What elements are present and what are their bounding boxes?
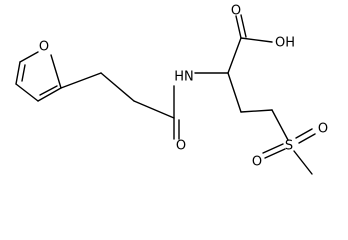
bond-ch2-carbonyl bbox=[133, 100, 175, 119]
atom-labels: O HN O O OH S O O bbox=[39, 4, 328, 170]
amino-acid-core bbox=[194, 14, 273, 74]
amide-oxygen-label: O bbox=[176, 139, 186, 154]
molecule-diagram: O HN O O OH S O O bbox=[15, 4, 328, 175]
bond-c5-o1 bbox=[50, 54, 62, 89]
bond-ch2-ch2-side bbox=[240, 109, 273, 113]
bond-s-o-left-1 bbox=[264, 148, 286, 159]
bond-c4-c5-double bbox=[39, 85, 58, 96]
ring-oxygen-label: O bbox=[39, 40, 49, 55]
methylsulfonyl-ethyl-chain bbox=[227, 72, 316, 175]
bond-ring-ch2 bbox=[60, 72, 102, 89]
bond-s-o-left-2 bbox=[262, 143, 284, 154]
structure-svg: O HN O O OH S O O bbox=[15, 4, 328, 175]
bond-carboxyl-oh bbox=[240, 37, 273, 43]
bond-alpha-ch2 bbox=[227, 72, 242, 113]
bond-carboxyl-co-1 bbox=[235, 15, 242, 39]
sulfonyl-oxygen-right-label: O bbox=[318, 122, 328, 137]
bond-s-methyl bbox=[293, 150, 313, 175]
bond-carboxyl-co-2 bbox=[240, 14, 247, 38]
bond-alpha-carboxyl bbox=[227, 37, 242, 74]
furan-ring bbox=[15, 51, 62, 102]
amide-nitrogen-label: HN bbox=[174, 70, 194, 85]
sulfur-label: S bbox=[285, 139, 293, 154]
bond-s-o-right-1 bbox=[295, 128, 313, 139]
bond-c2-c3 bbox=[15, 61, 21, 85]
bond-ch2-ch2 bbox=[100, 72, 135, 102]
hydroxyl-label: OH bbox=[275, 36, 295, 51]
bond-o1-c2 bbox=[19, 51, 39, 63]
bond-c3-c4 bbox=[15, 83, 39, 102]
propanoyl-chain bbox=[60, 72, 180, 140]
sulfonyl-oxygen-left-label: O bbox=[252, 155, 262, 170]
acid-oxygen-label: O bbox=[231, 4, 241, 19]
bond-ch2-s bbox=[271, 109, 289, 141]
bond-c2-c3-double bbox=[21, 64, 26, 82]
bond-s-o-right-2 bbox=[298, 133, 316, 144]
bond-c4-c5 bbox=[37, 87, 62, 102]
